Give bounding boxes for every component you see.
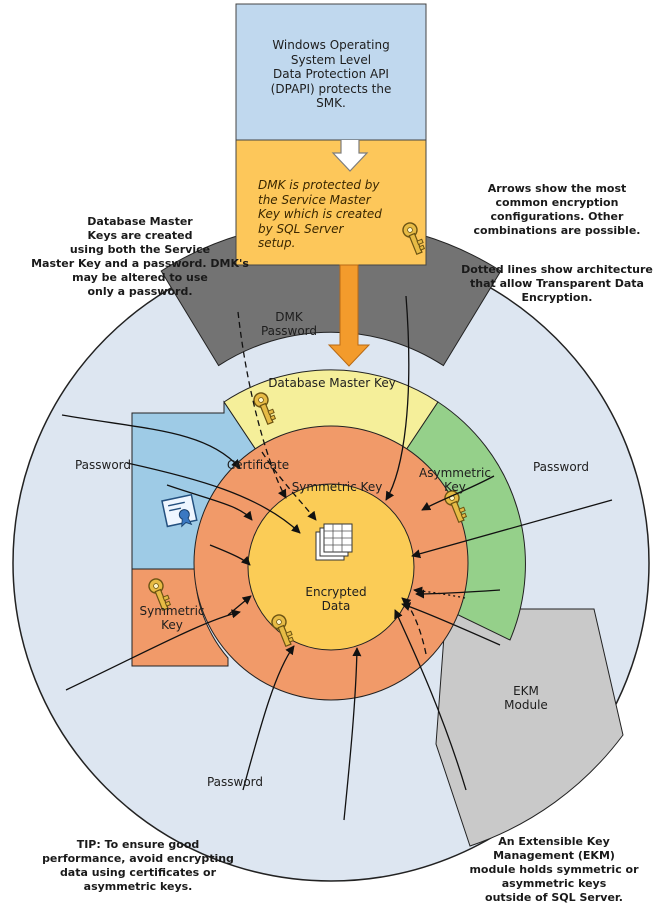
arrow (65, 609, 241, 691)
dpapi-box-text: Windows Operating System Level Data Prot… (270, 38, 392, 110)
password-right-label: Password (532, 460, 590, 474)
dmk-password-label: DMK Password (260, 310, 318, 338)
ekm-note: An Extensible Key Management (EKM) modul… (469, 835, 639, 904)
ekm-module-label: EKM Module (504, 684, 548, 712)
arrow (209, 544, 251, 566)
dpapi-to-dmk-arrow (331, 140, 369, 172)
arrow (242, 645, 295, 791)
dmk-box-text: DMK is protected by the Service Master K… (258, 178, 382, 250)
password-left-label: Password (74, 458, 132, 472)
smk-to-dmk-arrow (327, 264, 371, 367)
arrow (394, 609, 467, 791)
certificate-label: Certificate (226, 458, 290, 472)
dpapi-box (235, 3, 427, 141)
arrow (227, 595, 252, 616)
database-master-keys-note: Database Master Keys are created using b… (31, 215, 249, 298)
dmk-box (235, 139, 427, 266)
database-master-key-label: Database Master Key (268, 376, 396, 390)
arrow (237, 311, 287, 499)
arrow (126, 462, 301, 534)
arrow (166, 484, 253, 521)
encrypted-data-label: Encrypted Data (305, 585, 367, 613)
symmetric-key-outer-label: Symmetric Key (139, 604, 205, 632)
symmetric-key-inner-label: Symmetric Key (291, 480, 383, 494)
encrypted-data-core (247, 483, 415, 651)
arrows-note: Arrows show the most common encryption c… (473, 182, 641, 237)
arrow (421, 475, 495, 511)
certificate-icon (161, 493, 198, 528)
arrow (61, 414, 241, 469)
password-bottom-label: Password (206, 775, 264, 789)
dotted-lines-note: Dotted lines show architecture that allo… (461, 263, 653, 304)
solid-arrows (61, 295, 613, 821)
arrow (343, 647, 362, 821)
asymmetric-key-label: Asymmetric Key (419, 466, 491, 494)
ekm-module-wedge (435, 608, 624, 847)
data-stack-icon (315, 523, 353, 561)
dashed-arrows (237, 311, 466, 655)
tip-note: TIP: To ensure good performance, avoid e… (42, 838, 234, 893)
arrow (411, 499, 613, 559)
arrow (385, 295, 410, 501)
